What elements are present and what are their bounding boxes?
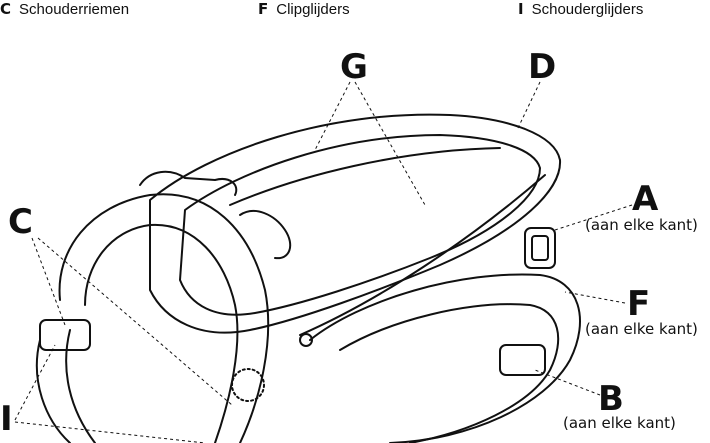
callout-b: B	[598, 382, 624, 416]
leader-i-2	[15, 422, 205, 443]
callout-b-note: (aan elke kant)	[563, 414, 676, 432]
clip-slider-b	[500, 345, 545, 375]
back-strap	[300, 175, 545, 335]
callout-g: G	[340, 50, 368, 84]
leash-ring	[240, 211, 290, 258]
leader-d	[518, 82, 540, 128]
callout-a: A	[632, 182, 658, 216]
belly-panel-inner	[340, 304, 558, 443]
leader-g-1	[315, 82, 350, 150]
back-panel-inner	[180, 135, 540, 315]
leader-i-1	[15, 345, 55, 420]
callout-a-note: (aan elke kant)	[585, 216, 698, 234]
top-handle	[140, 172, 236, 195]
callout-d: D	[528, 50, 556, 84]
side-clip-a-inner	[532, 236, 548, 260]
callout-f-note: (aan elke kant)	[585, 320, 698, 338]
leader-g-2	[355, 82, 425, 205]
reflective-patch	[232, 369, 264, 401]
leg-loop-inner	[66, 330, 95, 443]
back-panel-seam	[230, 148, 500, 205]
callout-f: F	[627, 287, 650, 321]
side-clip-a	[525, 228, 555, 268]
shoulder-strap-inner	[85, 225, 237, 443]
callout-i: I	[0, 402, 13, 436]
callout-c: C	[8, 205, 33, 239]
